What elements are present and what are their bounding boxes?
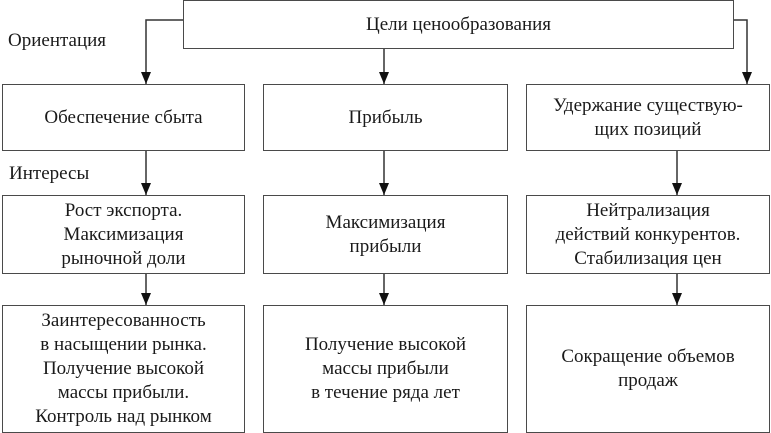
col1-orientation-text: Обеспечение сбыта [44, 106, 203, 128]
col3-orientation-text: Удержание существую- щих позиций [553, 94, 743, 140]
col3-outcome-box: Сокращение объемов продаж [526, 305, 770, 433]
root-goal-label: Цели ценообразования [365, 13, 552, 35]
row-label-interests: Интересы [9, 163, 90, 184]
col3-outcome-text: Сокращение объемов продаж [561, 346, 735, 391]
arrow-root-to-col3 [733, 19, 748, 84]
col1-interests-box: Рост экспорта. Максимизация рыночной дол… [2, 195, 245, 274]
col1-interests-text: Рост экспорта. Максимизация рыночной дол… [61, 199, 186, 269]
col2-orientation-box: Прибыль [263, 84, 508, 151]
col1-outcome-box: Заинтересованность в насыщении рынка. По… [2, 305, 245, 433]
col1-outcome-text: Заинтересованность в насыщении рынка. По… [35, 310, 212, 427]
col3-orientation-box: Удержание существую- щих позиций [526, 84, 770, 151]
arrow-root-to-col1 [145, 19, 183, 84]
col2-interests-box: Максимизация прибыли [263, 195, 508, 274]
col1-orientation-box: Обеспечение сбыта [2, 84, 245, 151]
col2-outcome-text: Получение высокой массы прибыли в течени… [304, 334, 467, 403]
col3-interests-box: Нейтрализация действий конкурентов. Стаб… [526, 195, 770, 274]
col2-interests-text: Максимизация прибыли [325, 211, 446, 257]
col2-orientation-text: Прибыль [348, 106, 423, 128]
row-label-orientation: Ориентация [8, 30, 107, 51]
col3-interests-text: Нейтрализация действий конкурентов. Стаб… [555, 199, 741, 269]
col2-outcome-box: Получение высокой массы прибыли в течени… [263, 305, 508, 433]
root-goal-box: Цели ценообразования [183, 0, 734, 49]
